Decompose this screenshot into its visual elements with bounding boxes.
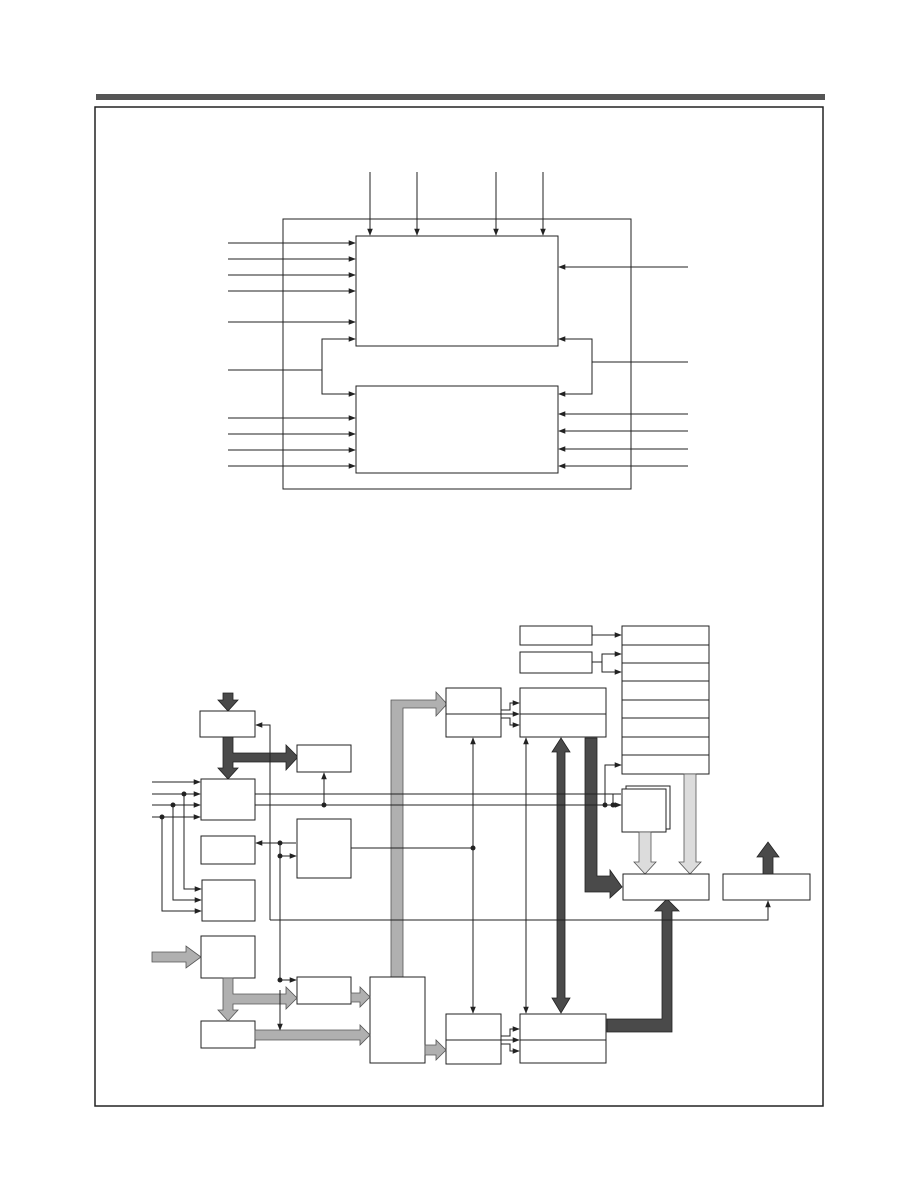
bus-block1-down [217, 736, 299, 780]
left-shared-input [228, 336, 356, 397]
bottom-block-diagram [151, 625, 811, 1065]
top-inputs [367, 172, 546, 236]
bus-small-a-to-central [350, 986, 371, 1008]
top-upper-block [355, 235, 559, 347]
input-block-2 [200, 778, 256, 821]
left-inputs-bottom [152, 779, 202, 914]
top-block-diagram [228, 172, 688, 490]
stacked-block-front [621, 788, 667, 833]
bus-upper-mux [390, 690, 448, 978]
side-block-1 [296, 744, 352, 773]
bus-input-5 [151, 945, 202, 969]
bus-to-output-mux [584, 737, 623, 899]
upper-mux [445, 687, 502, 738]
small-block-b [200, 1020, 256, 1049]
bus-light-a [633, 831, 657, 875]
left-inputs-upper [228, 240, 356, 325]
output-buffer [722, 873, 811, 901]
lower-data-block [519, 1013, 607, 1064]
reg-source-b [519, 651, 593, 674]
input-block-4 [201, 879, 256, 922]
reg-source-a [519, 625, 593, 646]
input-block-3 [200, 835, 256, 865]
input-block-5 [200, 935, 256, 979]
control-block [296, 818, 352, 879]
lower-mux [445, 1013, 502, 1065]
input-block-1 [199, 710, 256, 738]
register-stack [621, 625, 710, 775]
bus-central-to-lower-mux [424, 1039, 447, 1061]
bus-light-b [678, 773, 702, 875]
bus-small-b-to-central [254, 1024, 371, 1046]
small-block-a [296, 976, 352, 1005]
header-rule [96, 94, 825, 100]
bus-block5-down [217, 977, 298, 1022]
central-block [369, 976, 426, 1064]
upper-data-block [519, 687, 607, 738]
left-inputs-lower [228, 415, 356, 469]
right-inputs [558, 264, 688, 469]
bus-output [756, 841, 780, 875]
bus-into-block-1 [217, 692, 239, 712]
top-lower-block [355, 385, 559, 474]
output-mux [622, 873, 710, 901]
page-frame [94, 106, 824, 1107]
bus-bidirectional [551, 737, 571, 1014]
bus-lower-to-output [606, 898, 680, 1033]
